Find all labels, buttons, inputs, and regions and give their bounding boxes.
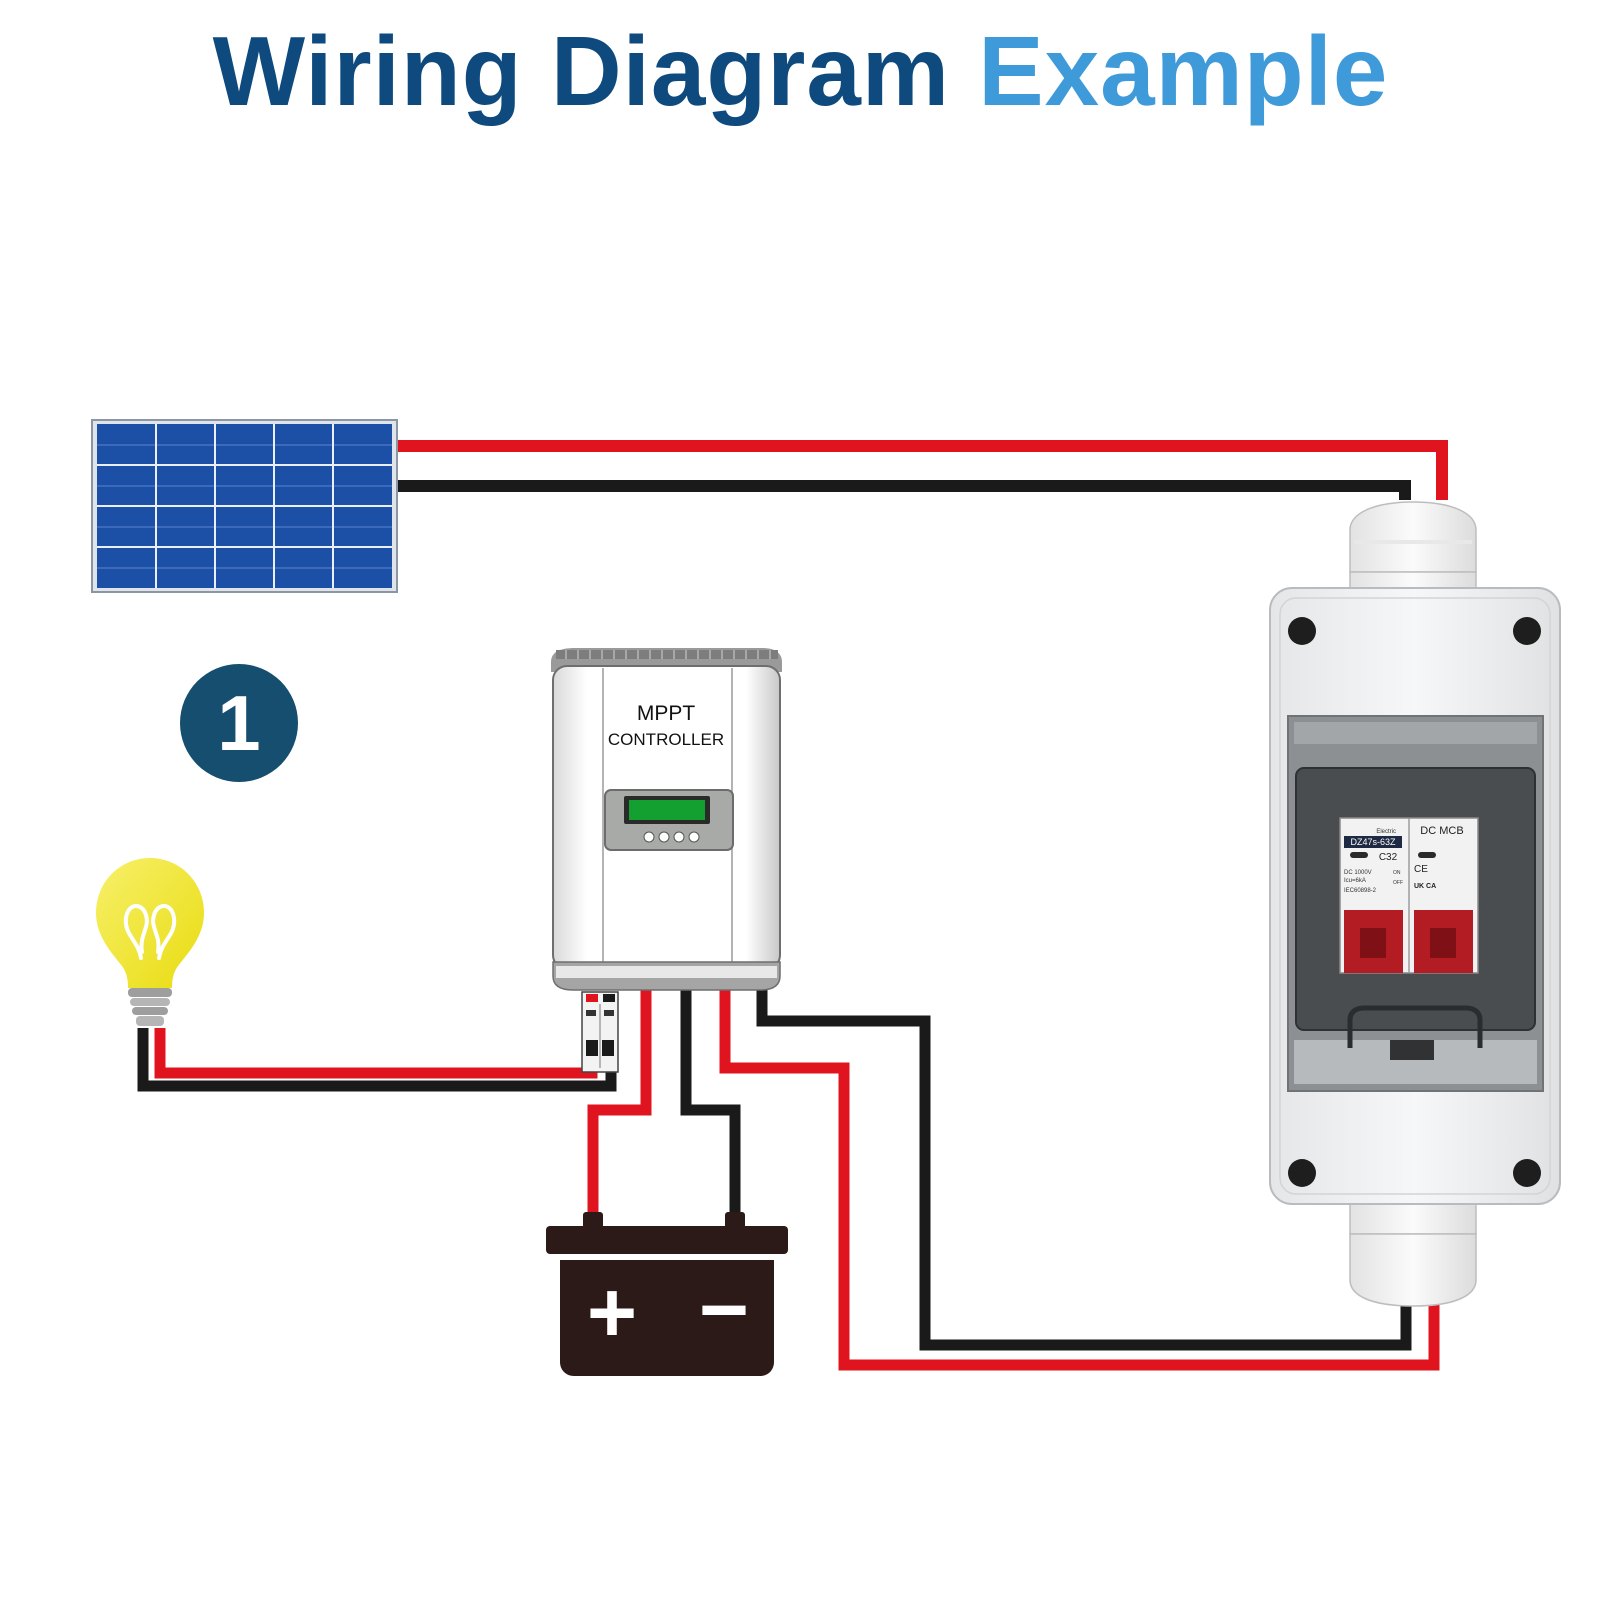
dc-breaker-box-icon: DC MCB Electric DZ47s-63Z C32 DC 1000V I… [1269, 501, 1561, 1307]
breaker-spec1: DC 1000V [1344, 870, 1372, 876]
battery-negative-sign: − [699, 1262, 749, 1358]
wire-breaker-to-controller-positive [719, 985, 1440, 1371]
mppt-controller-icon: MPPT CONTROLLER [551, 648, 782, 1073]
title-part-dark: Wiring Diagram [212, 16, 950, 126]
wires [137, 440, 1448, 1371]
wire-solar-negative [396, 480, 1411, 500]
title-part-light: Example [978, 16, 1389, 126]
load-breaker-icon [581, 991, 619, 1073]
breaker-header: DC MCB [1420, 825, 1463, 837]
controller-display [604, 789, 734, 851]
breaker-on-label: ON [1393, 870, 1401, 876]
dc-mcb-device: DC MCB Electric DZ47s-63Z C32 DC 1000V I… [1339, 817, 1479, 974]
controller-label-line1: MPPT [637, 702, 696, 725]
wire-solar-positive [396, 440, 1448, 500]
controller-label-line2: CONTROLLER [608, 730, 724, 749]
breaker-brand: Electric [1376, 829, 1396, 835]
bottom-cable-gland [1349, 1199, 1477, 1307]
wire-load-negative [137, 1028, 617, 1092]
wire-breaker-to-controller-negative [756, 985, 1412, 1351]
step-badge: 1 [180, 664, 298, 782]
solar-panel-icon [91, 419, 398, 593]
battery-icon: + − [546, 1212, 788, 1376]
breaker-model: DZ47s-63Z [1350, 837, 1396, 847]
breaker-mark-ukca: UK CA [1414, 883, 1436, 890]
breaker-standard: IEC60898-2 [1344, 888, 1377, 894]
wire-battery-negative [680, 985, 741, 1220]
battery-positive-sign: + [587, 1265, 637, 1361]
breaker-rating: C32 [1379, 852, 1398, 863]
light-bulb-icon [96, 858, 204, 1026]
breaker-mark-ce: CE [1414, 864, 1428, 875]
wire-load-positive [154, 1028, 598, 1079]
step-badge-number: 1 [217, 679, 260, 767]
page-title: Wiring Diagram Example [0, 16, 1601, 126]
breaker-off-label: OFF [1393, 880, 1403, 886]
breaker-spec2: Icu=6kA [1344, 878, 1366, 884]
wire-battery-positive [587, 985, 652, 1220]
